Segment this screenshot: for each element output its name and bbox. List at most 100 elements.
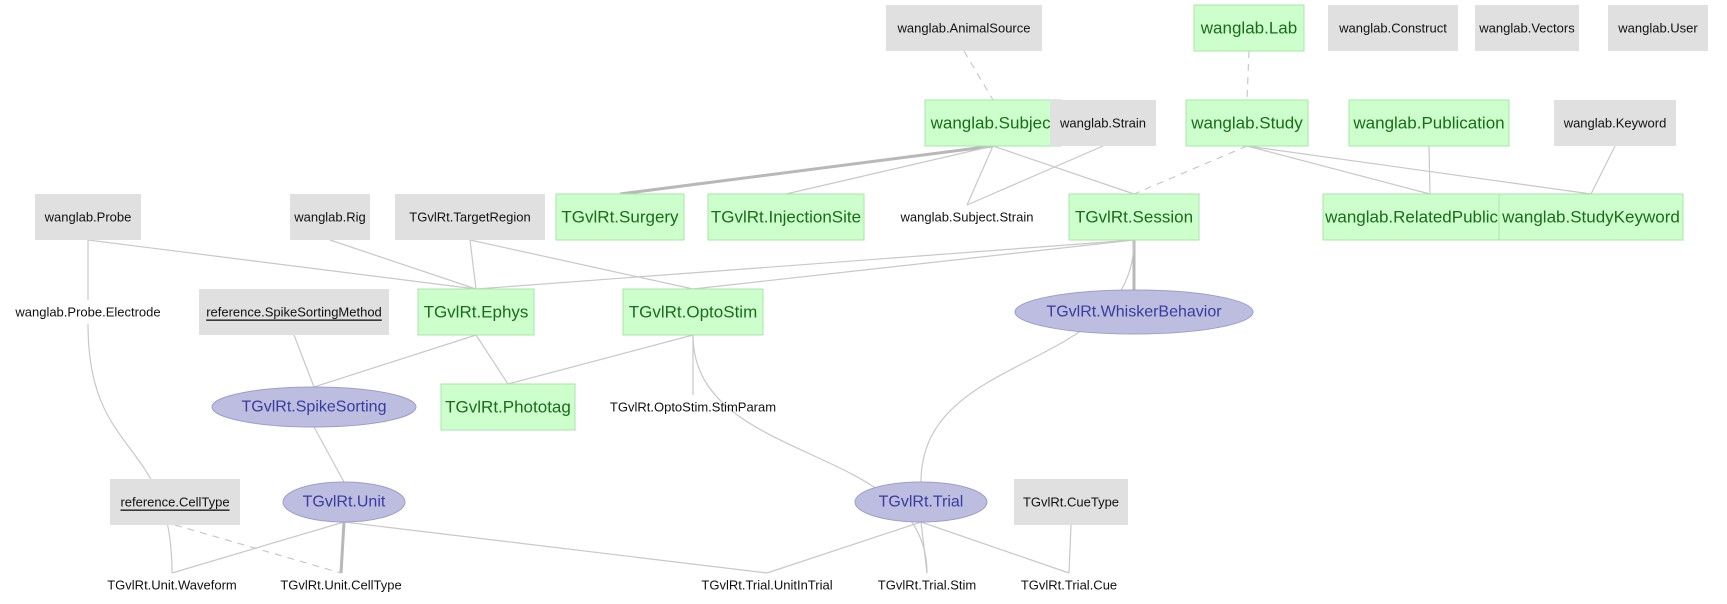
- node-shape: [440, 383, 576, 431]
- node-label: wanglab.Subject: [930, 114, 1056, 133]
- node-wanglab-vectors: wanglab.Vectors: [1475, 5, 1579, 51]
- node-wanglab-probe-electrode: wanglab.Probe.Electrode: [14, 305, 160, 320]
- node-tgvlrt-unit-celltype: TGvlRt.Unit.CellType: [280, 578, 401, 593]
- edge-cuetype-to-trialcue: [1068, 524, 1072, 574]
- node-label: reference.SpikeSortingMethod: [206, 305, 382, 320]
- edge-ephys-to-spikesorting: [313, 334, 477, 388]
- node-label: wanglab.User: [1617, 21, 1698, 36]
- edge-layer: [87, 50, 1616, 574]
- node-shape: [282, 481, 406, 523]
- node-tgvlrt-session: TGvlRt.Session: [1068, 193, 1200, 241]
- node-label: TGvlRt.InjectionSite: [711, 208, 861, 227]
- node-tgvlrt-whiskerbehavior: TGvlRt.WhiskerBehavior: [1014, 289, 1254, 335]
- node-tgvlrt-injectionsite: TGvlRt.InjectionSite: [707, 193, 865, 241]
- node-shape: [110, 479, 240, 525]
- node-shape: [211, 386, 417, 428]
- node-shape: [886, 5, 1042, 51]
- node-tgvlrt-optostim-stimparam: TGvlRt.OptoStim.StimParam: [610, 400, 776, 415]
- node-shape: [924, 99, 1062, 147]
- node-tgvlrt-trial-cue: TGvlRt.Trial.Cue: [1021, 578, 1117, 593]
- node-tgvlrt-spikesorting: TGvlRt.SpikeSorting: [211, 386, 417, 428]
- node-wanglab-study: wanglab.Study: [1185, 99, 1309, 147]
- node-wanglab-probe: wanglab.Probe: [35, 194, 141, 240]
- node-tgvlrt-trial: TGvlRt.Trial: [854, 481, 988, 523]
- node-label: wanglab.RelatedPublication: [1324, 208, 1535, 227]
- node-reference-celltype: reference.CellType: [110, 479, 240, 525]
- node-label: TGvlRt.Unit: [303, 494, 386, 511]
- edge-celltype-to-unitcelltype: [174, 524, 342, 574]
- node-tgvlrt-unit-waveform: TGvlRt.Unit.Waveform: [107, 578, 237, 593]
- node-label: wanglab.Lab: [1200, 19, 1297, 38]
- edge-keyword-to-studykeyword: [1590, 145, 1616, 195]
- edge-subject-to-session: [992, 145, 1135, 195]
- edge-rig-to-ephys: [329, 239, 477, 290]
- edge-study-to-session: [1133, 145, 1248, 195]
- edge-spikesorting-to-unit: [313, 426, 345, 483]
- node-tgvlrt-unit: TGvlRt.Unit: [282, 481, 406, 523]
- node-label: wanglab.Study: [1190, 114, 1303, 133]
- node-label: TGvlRt.OptoStim.StimParam: [610, 400, 776, 415]
- edge-probe-to-ephys: [87, 239, 477, 290]
- edge-unit-to-unitintrial: [343, 521, 768, 574]
- node-wanglab-studykeyword: wanglab.StudyKeyword: [1498, 193, 1684, 241]
- node-shape: [199, 289, 389, 335]
- node-shape: [707, 193, 865, 241]
- node-shape: [290, 194, 370, 240]
- node-wanglab-strain: wanglab.Strain: [1050, 100, 1156, 146]
- edge-probeelectrode-to-waveform: [87, 323, 173, 574]
- node-label: wanglab.StudyKeyword: [1501, 208, 1680, 227]
- node-label: wanglab.Keyword: [1563, 116, 1667, 131]
- node-tgvlrt-trial-stim: TGvlRt.Trial.Stim: [878, 578, 976, 593]
- node-label: TGvlRt.Trial.UnitInTrial: [701, 578, 832, 593]
- edge-trial-to-trialcue: [920, 521, 1070, 574]
- node-wanglab-animalsource: wanglab.AnimalSource: [886, 5, 1042, 51]
- node-tgvlrt-targetregion: TGvlRt.TargetRegion: [395, 194, 545, 240]
- node-shape: [417, 288, 535, 336]
- node-label: TGvlRt.Trial: [879, 494, 964, 511]
- edge-targetregion-to-ephys: [469, 239, 477, 290]
- edge-subject-to-surgery: [619, 144, 994, 196]
- node-wanglab-keyword: wanglab.Keyword: [1554, 100, 1676, 146]
- node-wanglab-lab: wanglab.Lab: [1193, 4, 1305, 52]
- node-tgvlrt-phototag: TGvlRt.Phototag: [440, 383, 576, 431]
- node-label: wanglab.Rig: [293, 210, 366, 225]
- node-tgvlrt-cuetype: TGvlRt.CueType: [1014, 479, 1128, 525]
- node-wanglab-publication: wanglab.Publication: [1348, 99, 1510, 147]
- edge-unit-to-unitcelltype: [339, 521, 346, 574]
- node-label: wanglab.Vectors: [1478, 21, 1575, 36]
- node-shape: [1050, 100, 1156, 146]
- edge-optostim-to-trialstim: [692, 334, 928, 574]
- node-label: TGvlRt.Unit.CellType: [280, 578, 401, 593]
- node-shape: [1348, 99, 1510, 147]
- node-label: TGvlRt.Unit.Waveform: [107, 578, 237, 593]
- edge-session-to-ephys: [475, 239, 1135, 290]
- node-shape: [622, 288, 764, 336]
- node-label: wanglab.Construct: [1338, 21, 1447, 36]
- node-shape: [1193, 4, 1305, 52]
- node-label: TGvlRt.Ephys: [424, 303, 529, 322]
- node-label: TGvlRt.WhiskerBehavior: [1046, 304, 1222, 321]
- node-label: TGvlRt.CueType: [1023, 495, 1119, 510]
- edge-trial-to-trialstim: [920, 521, 928, 574]
- node-shape: [1554, 100, 1676, 146]
- node-shape: [1475, 5, 1579, 51]
- node-label: wanglab.Publication: [1352, 114, 1504, 133]
- edge-unit-to-waveform: [171, 521, 345, 574]
- node-label: TGvlRt.SpikeSorting: [242, 399, 387, 416]
- node-tgvlrt-optostim: TGvlRt.OptoStim: [622, 288, 764, 336]
- edge-subject-to-subjectstrain: [966, 145, 994, 206]
- node-shape: [1608, 5, 1708, 51]
- edge-session-to-trial: [920, 239, 1135, 483]
- node-shape: [1068, 193, 1200, 241]
- node-label: TGvlRt.Phototag: [445, 398, 571, 417]
- edge-study-to-relatedpub: [1246, 145, 1431, 195]
- node-label: wanglab.Probe: [44, 210, 132, 225]
- node-shape: [1014, 479, 1128, 525]
- node-wanglab-subject-strain: wanglab.Subject.Strain: [900, 210, 1034, 225]
- edge-subject-to-injectionsite: [785, 145, 994, 195]
- node-wanglab-construct: wanglab.Construct: [1328, 5, 1458, 51]
- edge-lab-to-study: [1246, 50, 1250, 101]
- node-label: TGvlRt.OptoStim: [629, 303, 757, 322]
- node-wanglab-subject: wanglab.Subject: [924, 99, 1062, 147]
